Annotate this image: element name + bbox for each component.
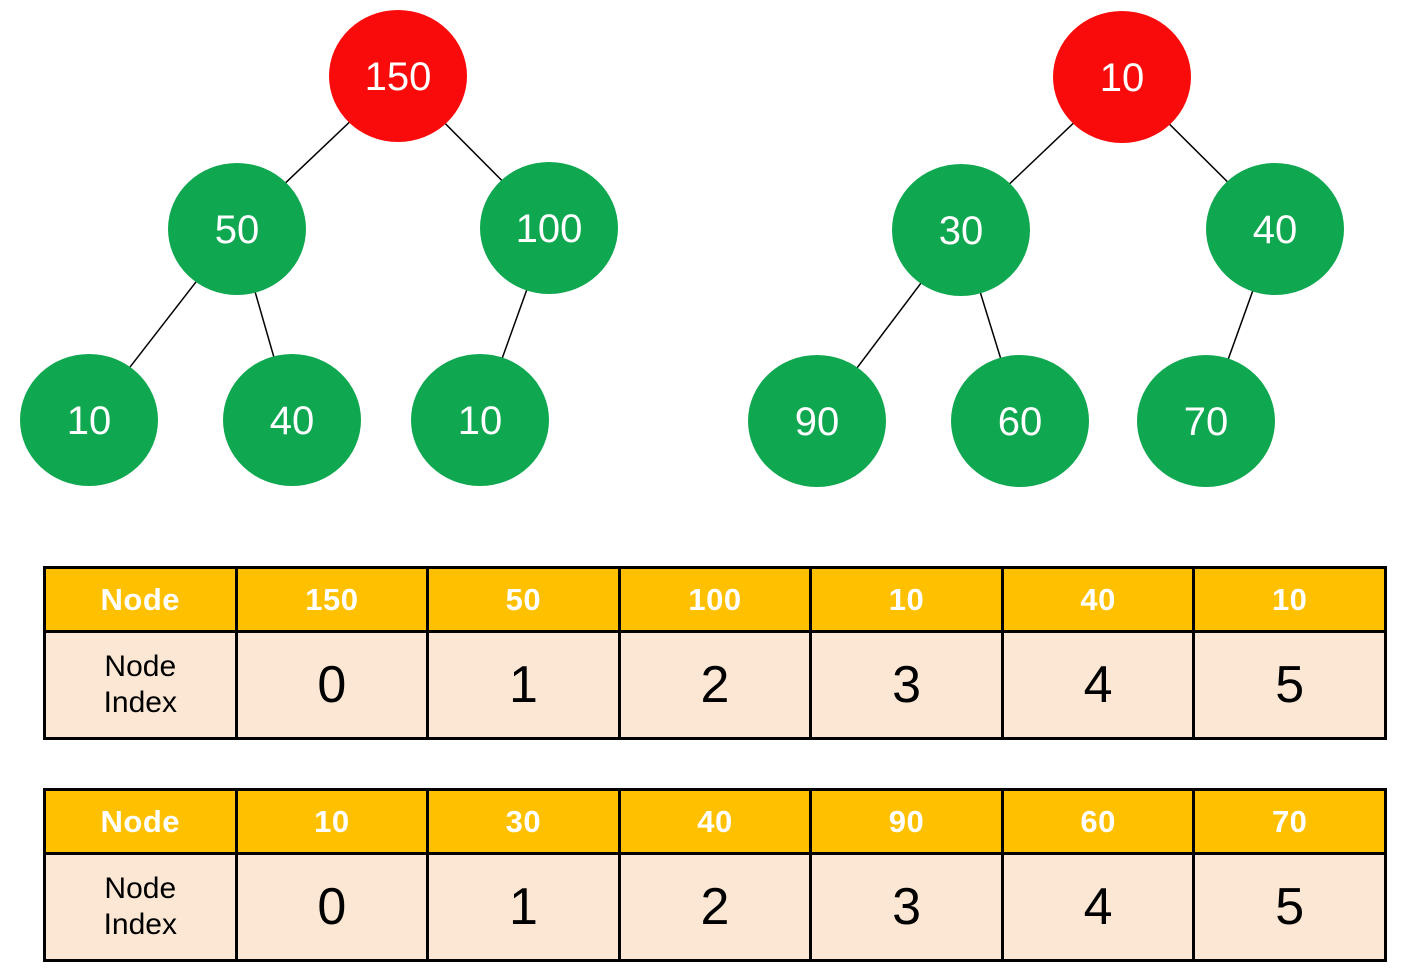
tree-node-label: 150 <box>365 55 432 99</box>
tree-root-node-circle <box>1053 11 1191 143</box>
tree-node-label: 70 <box>1184 400 1229 444</box>
tree-node-circle <box>1206 163 1344 295</box>
tree-node-circle <box>168 163 306 295</box>
tree-node-label: 40 <box>270 399 315 443</box>
tree-node-circle <box>480 162 618 294</box>
index-value-cell: 5 <box>1192 630 1387 740</box>
tree-node-circle <box>892 164 1030 296</box>
node-header-label-cell: Node <box>43 566 238 633</box>
node-value-cell: 40 <box>1000 566 1196 633</box>
tree-node-circle <box>951 355 1089 487</box>
node-header-label-cell: Node <box>43 788 238 855</box>
node-value-cell: 100 <box>617 566 813 633</box>
tree-root-node-circle <box>329 10 467 142</box>
tree-node-label: 10 <box>1100 56 1145 100</box>
index-value-cell: 3 <box>809 630 1004 740</box>
tree-node-circle <box>411 354 549 486</box>
index-value-cell: 4 <box>1000 852 1196 962</box>
index-value-cell: 2 <box>617 852 813 962</box>
node-index-label-line: Index <box>103 908 177 941</box>
node-index-label-line: Node <box>104 872 177 905</box>
index-value-cell: 1 <box>426 630 621 740</box>
node-value-cell: 10 <box>809 566 1004 633</box>
tree-node-label: 30 <box>939 209 984 253</box>
tree-node-label: 50 <box>215 208 260 252</box>
tree-node-label: 100 <box>516 207 583 251</box>
heap-trees-svg: 150 50 100 10 40 10 10 30 40 90 60 70 <box>20 10 1344 487</box>
node-value-cell: 10 <box>234 788 430 855</box>
index-value-cell: 5 <box>1192 852 1387 962</box>
node-index-label-line: Index <box>103 686 177 719</box>
tree-node-label: 40 <box>1253 208 1298 252</box>
tree-node-circle <box>748 355 886 487</box>
tree-node-label: 90 <box>795 400 840 444</box>
node-index-label-line: Node <box>104 650 177 683</box>
node-value-cell: 40 <box>617 788 813 855</box>
tree-node-label: 60 <box>998 400 1043 444</box>
index-value-cell: 3 <box>809 852 1004 962</box>
node-value-cell: 50 <box>426 566 621 633</box>
index-value-cell: 1 <box>426 852 621 962</box>
tree-node-circle <box>223 354 361 486</box>
tree-node-circle <box>1137 355 1275 487</box>
node-value-cell: 10 <box>1192 566 1387 633</box>
index-value-cell: 0 <box>234 852 430 962</box>
node-value-cell: 90 <box>809 788 1004 855</box>
node-value-cell: 30 <box>426 788 621 855</box>
tree-node-circle <box>20 354 158 486</box>
index-value-cell: 4 <box>1000 630 1196 740</box>
index-value-cell: 0 <box>234 630 430 740</box>
node-value-cell: 70 <box>1192 788 1387 855</box>
tree-node-label: 10 <box>458 399 503 443</box>
tree-node-label: 10 <box>67 399 112 443</box>
node-value-cell: 60 <box>1000 788 1196 855</box>
index-value-cell: 2 <box>617 630 813 740</box>
node-value-cell: 150 <box>234 566 430 633</box>
